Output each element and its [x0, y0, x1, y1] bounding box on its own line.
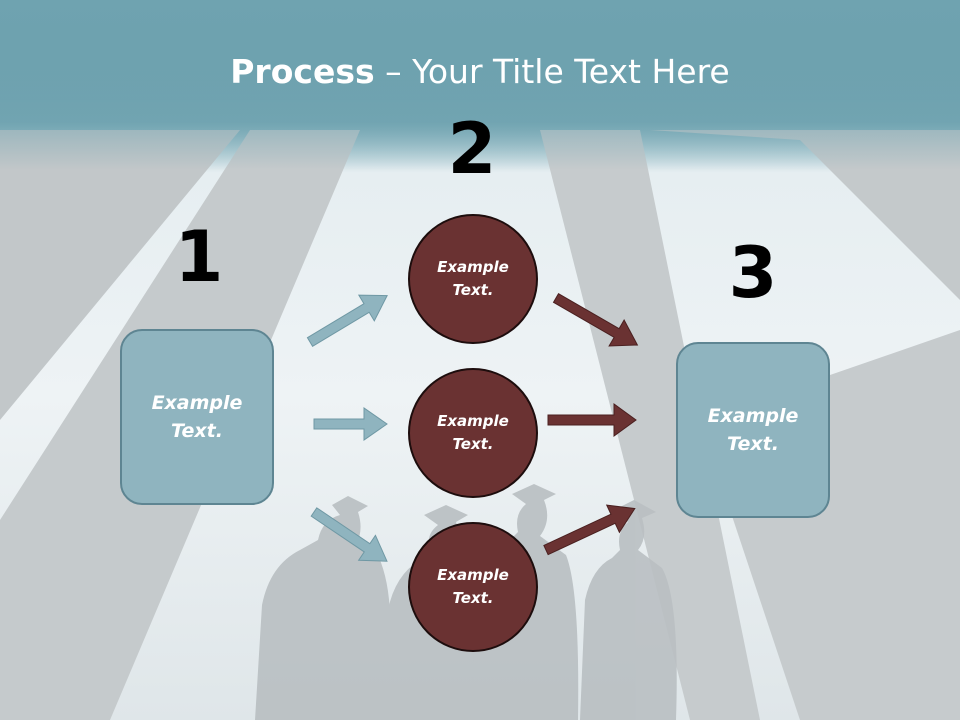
- title-rest: – Your Title Text Here: [374, 52, 730, 91]
- step-2-circle-bottom: Example Text.: [408, 522, 538, 652]
- step-2-circle-middle-text: Example Text.: [437, 411, 509, 453]
- step-number-1: 1: [174, 216, 224, 298]
- arrow-from-middle-circle: [547, 403, 637, 437]
- arrow-to-middle-circle: [313, 407, 388, 441]
- step-1-text: Example Text.: [151, 391, 243, 443]
- step-3-text: Example Text.: [707, 404, 799, 456]
- arrow-to-bottom-circle: [310, 507, 388, 562]
- step-1-box: Example Text.: [120, 329, 274, 505]
- slide-title: Process – Your Title Text Here: [0, 52, 960, 91]
- arrow-to-top-circle: [306, 294, 388, 347]
- step-2-circle-bottom-text: Example Text.: [437, 565, 509, 607]
- title-bold: Process: [230, 52, 375, 91]
- step-2-circle-top: Example Text.: [408, 214, 538, 344]
- arrow-from-bottom-circle: [543, 504, 636, 556]
- step-3-box: Example Text.: [676, 342, 830, 518]
- step-2-circle-middle: Example Text.: [408, 368, 538, 498]
- step-number-2: 2: [447, 108, 497, 190]
- arrow-from-top-circle: [552, 292, 639, 347]
- step-number-3: 3: [728, 232, 778, 314]
- step-2-circle-top-text: Example Text.: [437, 257, 509, 299]
